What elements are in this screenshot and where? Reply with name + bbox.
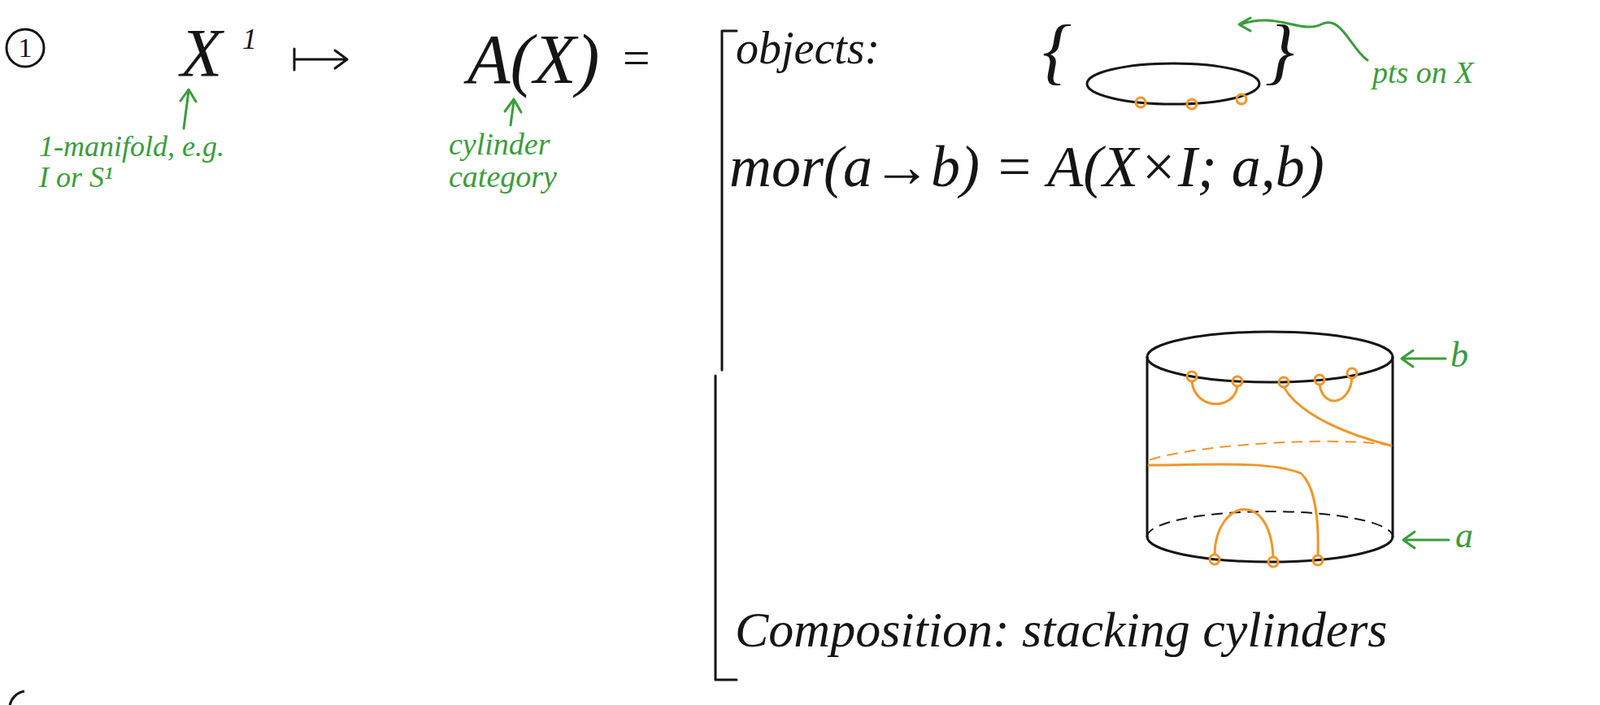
leader-arrow <box>1403 531 1449 548</box>
leader-arrow <box>1401 350 1446 367</box>
circle-outline <box>6 29 44 67</box>
strand <box>1283 386 1392 446</box>
annotation: cylinder category <box>448 128 612 194</box>
brace: } <box>1265 13 1295 91</box>
label-holder: 1 <box>242 24 257 56</box>
formula: A(X) <box>467 22 600 96</box>
bracket <box>715 375 737 680</box>
label-holder: a <box>1455 517 1474 555</box>
point <box>1135 97 1146 108</box>
label-holder: mor(a→b) = A(X×I; a,b) <box>729 136 1325 199</box>
heading: objects: <box>735 24 880 73</box>
label-holder: = <box>619 32 653 84</box>
point <box>1347 368 1357 379</box>
annotation: 1-manifold, e.g. I or S¹ <box>39 131 235 194</box>
point <box>1209 554 1220 565</box>
circle-mark <box>9 691 25 705</box>
label-holder: b <box>1450 336 1469 374</box>
point <box>1268 556 1279 567</box>
strand-back <box>1148 441 1392 461</box>
label-holder: objects: <box>735 24 880 73</box>
label-holder: 1-manifold, e.g. I or S¹ <box>39 131 235 194</box>
label-holder: cylinder category <box>448 128 612 194</box>
variable: X <box>180 17 222 90</box>
point <box>1186 371 1197 382</box>
point <box>1313 555 1323 566</box>
point <box>1232 376 1243 387</box>
point <box>1236 94 1247 105</box>
strand <box>1148 464 1318 556</box>
label-holder: { <box>1042 13 1072 91</box>
label-holder: Composition: stacking cylinders <box>734 603 1387 657</box>
label-holder: A(X) <box>467 22 600 96</box>
boundary-label: b <box>1450 336 1469 374</box>
bracket <box>721 30 737 370</box>
equals-sign: = <box>619 32 653 84</box>
cylinder-side <box>1147 356 1393 537</box>
label-holder: pts on X <box>1372 56 1474 90</box>
point <box>1314 374 1325 385</box>
leader-arrow <box>180 89 196 129</box>
circle-ellipse <box>1086 63 1260 105</box>
brace: { <box>1042 13 1072 91</box>
strand <box>1319 378 1353 401</box>
leader-arrow <box>504 99 522 126</box>
point <box>1186 99 1197 109</box>
circled-number: 1 <box>4 27 46 69</box>
annotation: pts on X <box>1372 56 1474 90</box>
note: Composition: stacking cylinders <box>734 603 1387 657</box>
leader-arrow <box>1239 17 1368 61</box>
label-holder: } <box>1265 13 1295 91</box>
callout-number: 1 <box>18 33 33 63</box>
superscript: 1 <box>242 24 257 56</box>
boundary-label: a <box>1455 517 1474 555</box>
label-holder: X <box>180 17 222 90</box>
formula: mor(a→b) = A(X×I; a,b) <box>729 136 1325 199</box>
strand <box>1191 381 1238 405</box>
maps-to-arrow <box>294 48 348 70</box>
point <box>1278 377 1289 387</box>
cylinder-top <box>1147 331 1393 383</box>
strand <box>1214 508 1274 557</box>
